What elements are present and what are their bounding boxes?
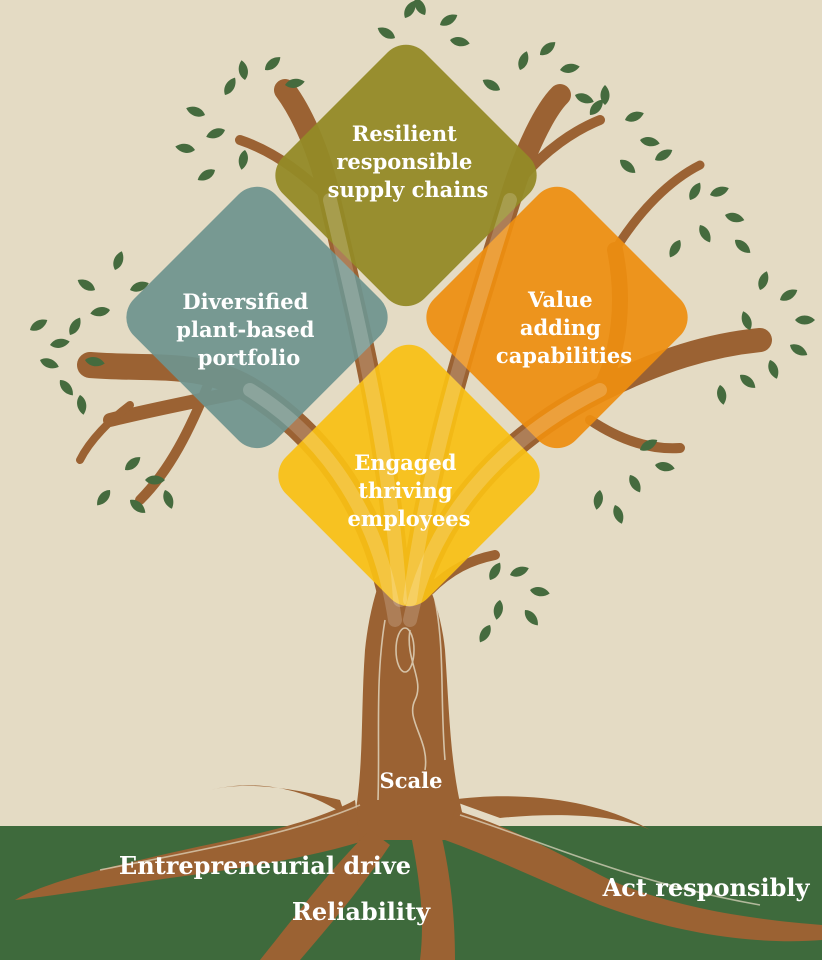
- act-responsibly-label: Act responsibly: [602, 873, 811, 902]
- ground: [0, 826, 822, 960]
- pillar-diamonds: [126, 44, 688, 607]
- pillar-portfolio-label: Diversified plant-based portfolio: [176, 289, 321, 370]
- pillar-employees-label: Engaged thriving employees: [348, 450, 471, 531]
- entrepreneurial-drive-label: Entrepreneurial drive: [119, 851, 411, 880]
- pillar-portfolio-line: portfolio: [198, 345, 300, 370]
- diamond-employees: [278, 344, 540, 607]
- pillar-supply-chains-line: Resilient: [352, 121, 457, 146]
- pillar-portfolio-line: Diversified: [182, 289, 308, 314]
- pillar-capabilities-line: Value: [527, 287, 593, 312]
- pillar-supply-chains-line: responsible: [336, 149, 472, 174]
- pillar-employees-line: employees: [348, 506, 471, 531]
- scale-label: Scale: [380, 768, 443, 793]
- diamond-supply-chains: [275, 44, 537, 307]
- pillar-supply-chains-line: supply chains: [328, 177, 489, 202]
- pillar-capabilities-line: capabilities: [496, 343, 632, 368]
- pillar-portfolio-line: plant-based: [176, 317, 314, 342]
- pillar-capabilities-label: Value adding capabilities: [496, 287, 632, 368]
- root-lines: [99, 804, 761, 906]
- trunk: [350, 540, 470, 840]
- pillar-employees-line: thriving: [358, 478, 452, 503]
- bark-lines: [377, 599, 446, 801]
- pillar-supply-chains-label: Resilient responsible supply chains: [328, 121, 489, 202]
- diamond-capabilities: [426, 186, 688, 449]
- pillar-capabilities-line: adding: [520, 315, 601, 340]
- pillar-employees-line: Engaged: [354, 450, 457, 475]
- reliability-label: Reliability: [292, 897, 431, 926]
- diamond-texture: [243, 193, 607, 627]
- diamond-portfolio: [126, 186, 388, 449]
